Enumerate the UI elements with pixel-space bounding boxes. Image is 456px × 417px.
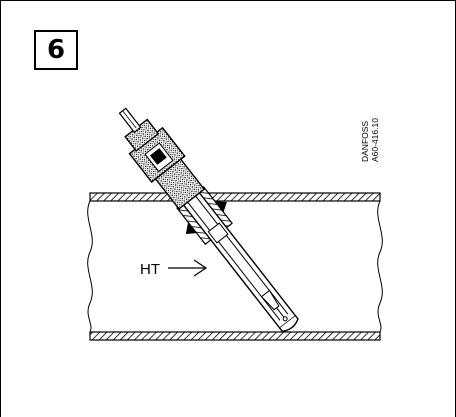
pipe-break-right: [377, 200, 383, 333]
sensor-assembly: [118, 107, 299, 333]
sensing-wire: [276, 307, 285, 318]
sensor-pocket: [181, 190, 297, 330]
step-number: 6: [46, 35, 66, 65]
inner-tube-line-bottom: [186, 200, 281, 321]
sensing-element: [260, 289, 280, 311]
cable-core: [122, 110, 137, 129]
pipe: [87, 192, 383, 341]
pocket-tip: [279, 315, 299, 333]
pipe-top-wall: [89, 192, 381, 202]
internal-collar: [207, 222, 229, 244]
flow-arrow: [168, 259, 208, 277]
inner-tube-line-top: [193, 194, 289, 315]
flow-label: HT: [140, 261, 160, 278]
sensor-tip-bulb: [282, 316, 288, 322]
weld-bead-bottom: [214, 201, 227, 213]
reference-code-line2: A60-416.10: [370, 118, 380, 162]
pipe-bottom-wall: [89, 331, 381, 341]
reference-code: DANFOSS A60-416.10: [360, 118, 380, 162]
pipe-break-left: [87, 200, 93, 333]
step-number-box: 6: [34, 30, 78, 70]
gland-seal: [149, 148, 167, 165]
reference-code-line1: DANFOSS: [360, 121, 370, 162]
weld-bead-top: [185, 222, 197, 234]
